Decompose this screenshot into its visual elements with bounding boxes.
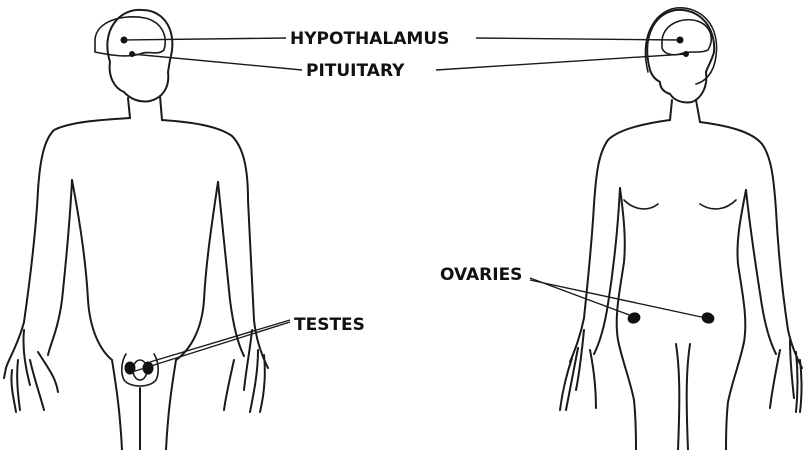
female-left-side <box>560 120 670 410</box>
hypothalamus-label: HYPOTHALAMUS <box>290 29 449 49</box>
female-chest <box>624 200 736 209</box>
male-left-side <box>4 118 130 412</box>
testes-label: TESTES <box>294 315 365 335</box>
female-figure <box>560 8 802 450</box>
female-right-side <box>700 122 802 412</box>
ovary-left <box>627 311 642 325</box>
male-figure <box>4 10 268 450</box>
ovaries-label: OVARIES <box>440 265 522 285</box>
pituitary-label: PITUITARY <box>306 61 405 81</box>
female-brain <box>662 20 711 55</box>
male-brain <box>95 17 165 56</box>
male-right-side <box>162 120 268 412</box>
